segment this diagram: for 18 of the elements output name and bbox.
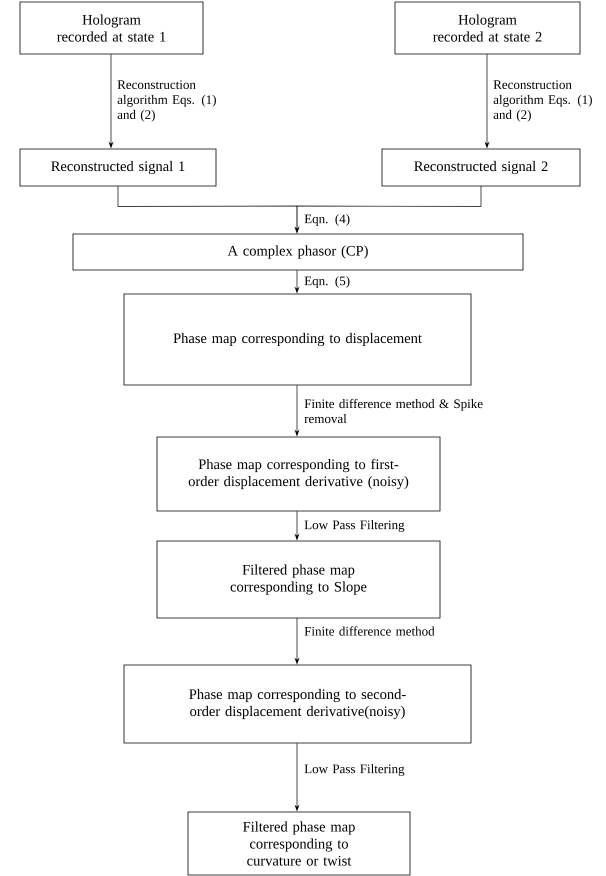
process-box: Reconstructed signal 2 bbox=[382, 148, 580, 186]
edge-label: Finite difference method bbox=[304, 626, 434, 636]
process-box: Hologram recorded at state 1 bbox=[20, 2, 204, 54]
process-box: Phase map corresponding to second-order displacement derivative(noisy) bbox=[124, 664, 472, 744]
edge-label: Low Pass Filtering bbox=[304, 520, 404, 532]
process-box: Phase map corresponding to first-order displacement derivative (noisy) bbox=[156, 436, 440, 512]
process-box: A complex phasor (CP) bbox=[72, 234, 524, 270]
edge-label: Eqn. (5) bbox=[304, 276, 350, 288]
process-box: Hologram recorded at state 2 bbox=[394, 2, 580, 54]
process-box: Phase map corresponding to displacement bbox=[124, 294, 472, 386]
edge-label: Reconstruction algorithm Eqs. (1) and (2) bbox=[118, 80, 216, 122]
process-box: Filtered phase map corresponding to curvature or twist bbox=[188, 812, 410, 876]
edge-label: Low Pass Filtering bbox=[304, 764, 404, 776]
edge-label: Finite difference method & Spike removal bbox=[304, 398, 483, 424]
process-box: Reconstructed signal 1 bbox=[20, 148, 216, 186]
edge-label: Reconstruction algorithm Eqs. (1) and (2) bbox=[494, 80, 592, 122]
process-box: Filtered phase map corresponding to Slope bbox=[156, 540, 440, 618]
edge-label: Eqn. (4) bbox=[304, 214, 350, 226]
